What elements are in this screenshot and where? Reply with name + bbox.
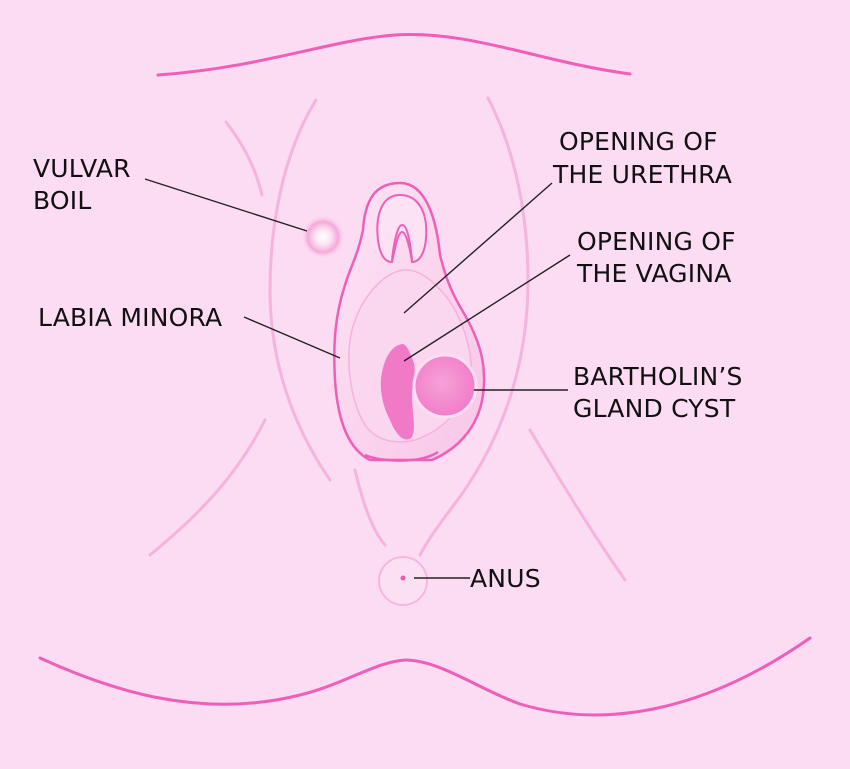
label-vagina-2: THE VAGINA	[576, 259, 732, 288]
perineum-left-line	[353, 468, 387, 547]
vulvar-boil	[301, 215, 345, 259]
label-vagina-1: OPENING OF	[577, 227, 736, 256]
vaginal-opening	[380, 344, 415, 440]
label-urethra-2: THE URETHRA	[552, 160, 732, 189]
left-thigh-line	[268, 98, 332, 482]
leader-urethra	[403, 182, 553, 314]
label-labia-minora: LABIA MINORA	[38, 303, 222, 332]
leader-labia-minora	[243, 316, 341, 359]
clitoris	[391, 223, 413, 261]
leader-vulvar-boil	[144, 178, 308, 232]
label-bartholin-1: BARTHOLIN’S	[573, 362, 743, 391]
label-bartholin-2: GLAND CYST	[573, 394, 736, 423]
bartholin-cyst	[412, 353, 478, 419]
left-thigh-upper-line	[224, 120, 264, 197]
right-thigh-lower-line	[528, 428, 627, 582]
label-anus: ANUS	[470, 564, 541, 593]
anus	[400, 575, 406, 581]
label-urethra-1: OPENING OF	[559, 127, 718, 156]
posterior-fourchette	[364, 450, 439, 462]
left-thigh-lower-line	[148, 418, 267, 557]
buttocks-outline	[38, 636, 812, 717]
anus-outline	[378, 556, 428, 606]
label-vulvar-boil-1: VULVAR	[33, 154, 131, 183]
abdomen-outline	[156, 32, 632, 77]
clitoral-hood	[376, 193, 428, 264]
leader-vagina	[403, 254, 571, 362]
label-vulvar-boil-2: BOIL	[33, 186, 92, 215]
right-thigh-line	[418, 96, 530, 557]
